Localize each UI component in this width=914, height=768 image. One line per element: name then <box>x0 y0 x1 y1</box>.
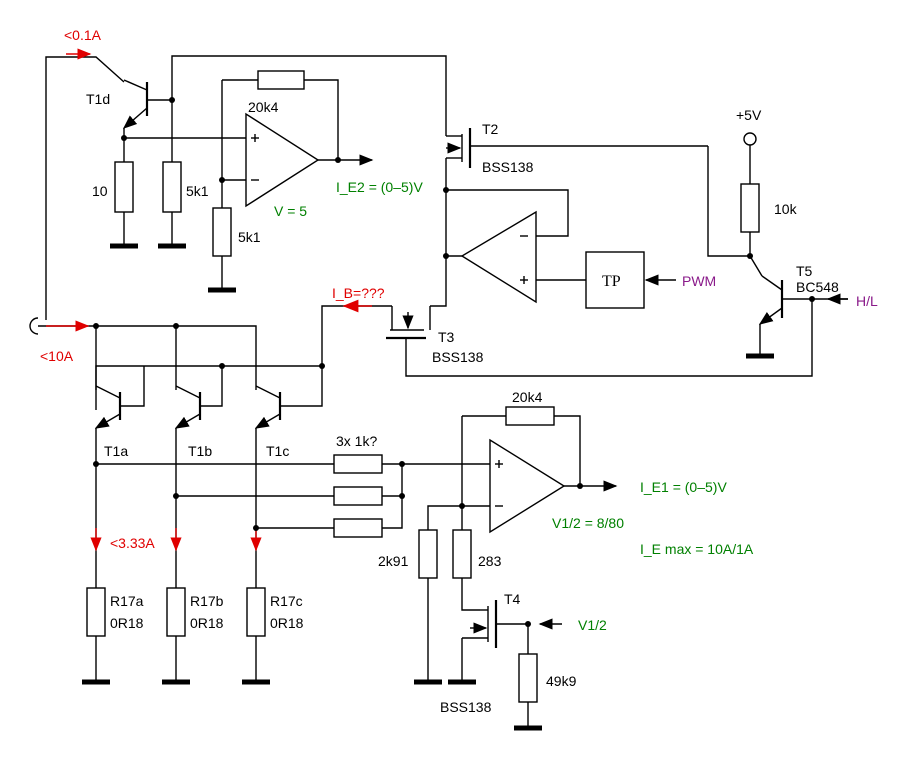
label-t3-type: BSS138 <box>432 349 484 365</box>
label-branch-current: <3.33A <box>110 535 155 551</box>
label-r17c-value: 0R18 <box>270 615 304 631</box>
resistor-10 <box>114 161 134 213</box>
label-i-e-max: I_E max = 10A/1A <box>640 541 754 557</box>
label-t1d: T1d <box>86 91 110 107</box>
t1d-emitter-wire <box>123 128 222 139</box>
label-r283: 283 <box>478 553 502 569</box>
label-t1a: T1a <box>104 443 128 459</box>
label-r17b-value: 0R18 <box>190 615 224 631</box>
label-supply: +5V <box>736 107 762 123</box>
label-current-low: <0.1A <box>64 27 102 43</box>
resistor-5k1-a <box>162 161 182 213</box>
transistor-t1c <box>254 385 282 429</box>
label-r20k4-bot: 20k4 <box>512 389 543 405</box>
transistor-t1b <box>174 385 202 429</box>
label-hl: H/L <box>856 293 878 309</box>
resistor-r17b <box>166 587 186 637</box>
t1d-collector-wire <box>171 55 447 136</box>
resistor-1k-c <box>333 518 383 538</box>
label-r17a: R17a <box>110 593 144 609</box>
resistor-r17a <box>86 587 106 637</box>
label-i-e1: I_E1 = (0–5)V <box>640 479 727 495</box>
junction-dots <box>93 97 815 627</box>
label-r20k4-top: 20k4 <box>248 99 279 115</box>
transistor-t1d <box>122 79 172 129</box>
resistor-5k1-b <box>212 207 232 257</box>
label-t2-type: BSS138 <box>482 159 534 175</box>
label-r17a-value: 0R18 <box>110 615 144 631</box>
label-current-high: <10A <box>40 348 74 364</box>
transistor-t1a <box>94 385 122 429</box>
label-r2k91: 2k91 <box>378 553 409 569</box>
label-t3: T3 <box>438 329 455 345</box>
low-range-path <box>45 48 125 320</box>
resistor-2k91 <box>418 529 438 579</box>
label-v12: V1/2 <box>578 617 607 633</box>
label-gain-bot: V1/2 = 8/80 <box>552 515 624 531</box>
label-r17c: R17c <box>270 593 303 609</box>
label-t2: T2 <box>482 121 499 137</box>
label-tp: TP <box>602 273 621 290</box>
resistor-1k-a <box>333 454 383 474</box>
opamp-bottom <box>489 438 566 534</box>
label-pwm: PWM <box>682 273 716 289</box>
label-t4-type: BSS138 <box>440 699 492 715</box>
supply-terminal <box>743 132 757 146</box>
tp-lowpass-block <box>585 251 645 309</box>
resistor-20k4-top <box>257 70 305 90</box>
resistor-49k9 <box>518 653 538 703</box>
mosfet-t3 <box>386 306 431 340</box>
mosfet-t2 <box>446 128 708 168</box>
resistor-10k <box>740 183 760 233</box>
label-t1c: T1c <box>266 443 289 459</box>
opamp-top <box>245 112 320 208</box>
label-t4: T4 <box>504 591 521 607</box>
label-gain-top: V = 5 <box>274 203 307 219</box>
label-t5: T5 <box>796 263 813 279</box>
label-r49k9: 49k9 <box>546 673 577 689</box>
opamp-middle <box>460 210 537 304</box>
resistor-20k4-bot <box>505 406 555 426</box>
label-r5k1-a: 5k1 <box>186 183 209 199</box>
mosfet-t4 <box>462 600 528 648</box>
resistor-1k-b <box>333 486 383 506</box>
label-r10k: 10k <box>774 201 798 217</box>
label-r17b: R17b <box>190 593 224 609</box>
label-t5-type: BC548 <box>796 279 839 295</box>
label-r3x1k: 3x 1k? <box>336 433 377 449</box>
label-i-b: I_B=??? <box>332 285 385 301</box>
label-t1b: T1b <box>188 443 212 459</box>
label-i-e2: I_E2 = (0–5)V <box>336 179 423 195</box>
resistor-r17c <box>246 587 266 637</box>
resistor-283 <box>452 529 472 579</box>
label-r10: 10 <box>92 183 108 199</box>
label-r5k1-b: 5k1 <box>238 229 261 245</box>
